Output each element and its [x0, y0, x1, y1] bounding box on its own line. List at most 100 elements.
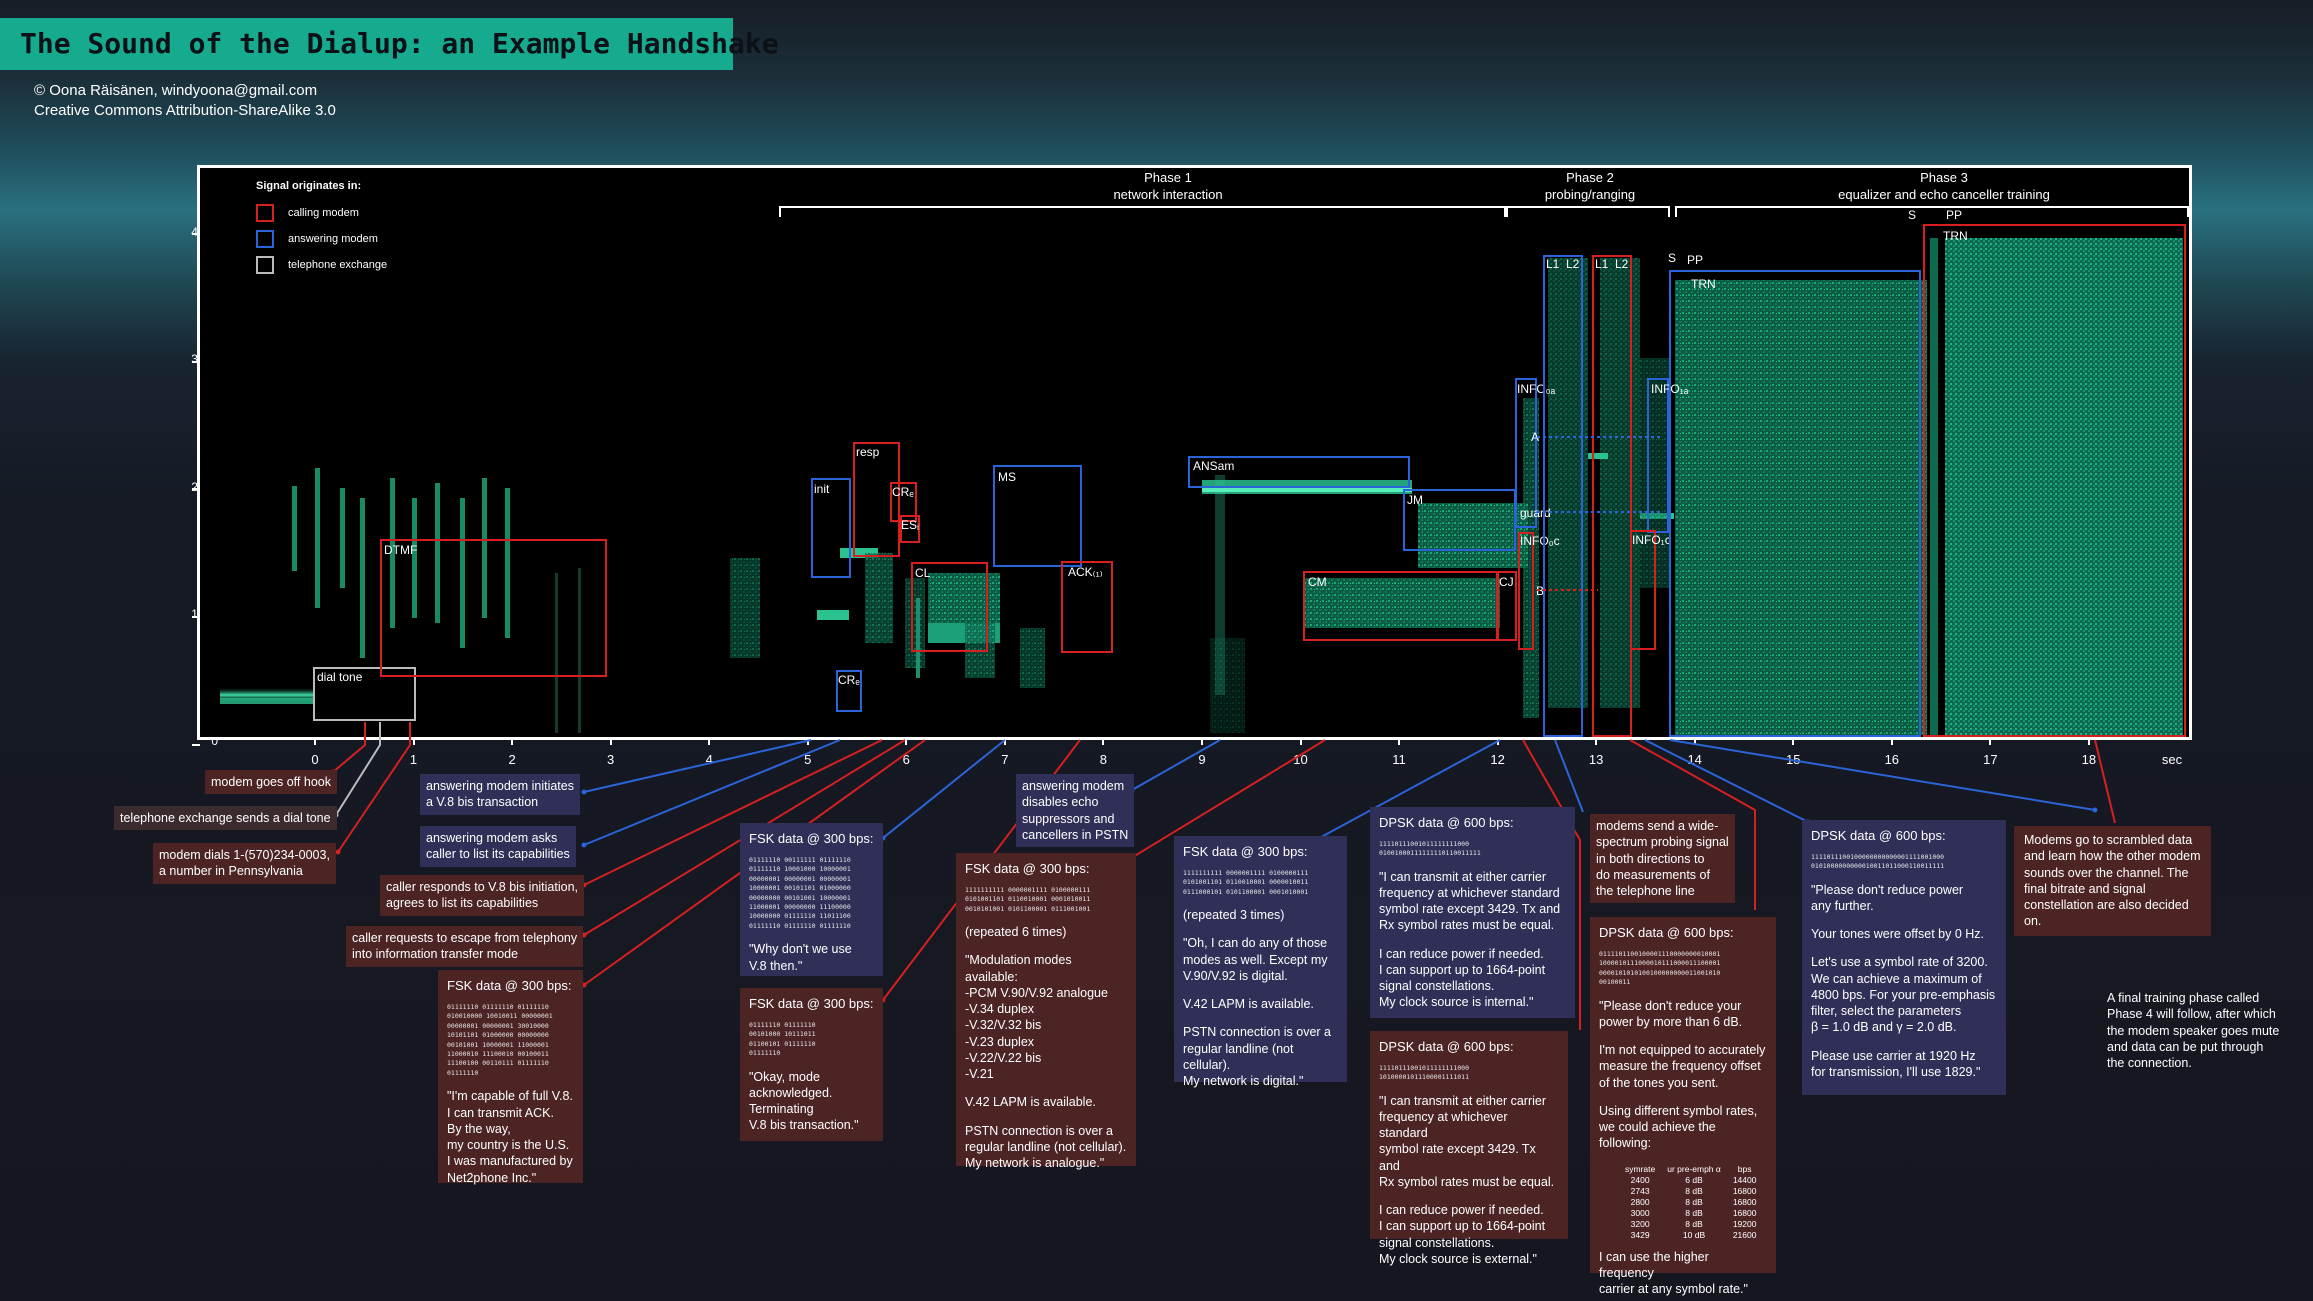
box-text: "Please don't reduce power any further. [1811, 882, 1964, 913]
y-tick-mark [192, 361, 200, 363]
resp-box [853, 442, 900, 557]
box-header: FSK data @ 300 bps: [749, 996, 874, 1011]
rate-cell: 3429 [1630, 1229, 1650, 1240]
cl-label: CL [915, 566, 931, 580]
rate-cell: 3200 [1630, 1218, 1650, 1229]
box-text: "I can transmit at either carrier freque… [1379, 869, 1561, 933]
cl-box [911, 562, 988, 652]
dpsk-box-4: DPSK data @ 600 bps: 1111011100100000000… [1802, 820, 2006, 1095]
signal-a-label: A [1531, 430, 1540, 444]
es-box [900, 515, 920, 543]
x-tick-mark [511, 737, 514, 745]
box-text-3: Let's use a symbol rate of 3200. We can … [1811, 955, 1996, 1035]
jm-label: JM [1407, 493, 1423, 507]
box-text: "Oh, I can do any of those modes as well… [1183, 936, 1328, 983]
box-text: "Okay, mode acknowledged. Terminating V.… [749, 1069, 859, 1133]
box-header: FSK data @ 300 bps: [1183, 844, 1308, 859]
box-header: FSK data @ 300 bps: [965, 861, 1090, 876]
box-text: "I can transmit at either carrier freque… [1379, 1093, 1555, 1189]
rate-cell: 19200 [1732, 1218, 1757, 1229]
y-tick-0: 0 [211, 734, 218, 748]
box-header: DPSK data @ 600 bps: [1811, 828, 1946, 843]
s-label-1: S [1668, 251, 1677, 265]
x-tick-2: 2 [508, 752, 516, 767]
cj-label: CJ [1499, 575, 1514, 589]
box-text-2: V.42 LAPM is available. [1183, 997, 1314, 1012]
l2-red-label: L2 [1615, 257, 1629, 271]
bit-dump: 01111110 01111110 00101000 10111011 0110… [749, 1020, 816, 1058]
box-text: "Please don't reduce your power by more … [1599, 998, 1743, 1029]
rate-cell: 2400 [1630, 1174, 1650, 1185]
rate-cell: 8 dB [1685, 1207, 1703, 1218]
pp-label-2: PP [1946, 208, 1963, 222]
x-tick-18: 18 [2081, 752, 2097, 767]
ansam-label: ANSam [1193, 459, 1235, 473]
box-header: FSK data @ 300 bps: [749, 831, 874, 846]
license-credit: Creative Commons Attribution-ShareAlike … [34, 102, 336, 119]
bit-dump: 0111101100100001110000000010001 10000101… [1599, 949, 1721, 987]
resp-label: resp [856, 445, 880, 459]
note-escape: caller requests to escape from telephony… [346, 926, 584, 967]
info1a-box [1647, 378, 1669, 533]
x-tick-1: 1 [409, 752, 418, 767]
legend-swatch-blue [256, 230, 274, 248]
fsk-box-5: FSK data @ 300 bps: 1111111111 000000111… [1174, 836, 1347, 1088]
x-tick-mark [1890, 737, 1893, 745]
box-header: DPSK data @ 600 bps: [1599, 925, 1734, 940]
x-tick-9: 9 [1198, 752, 1206, 767]
info0c-label: INFO₀c [1520, 534, 1560, 548]
phase-1-name: Phase 1 [1144, 170, 1192, 185]
dtmf-tones [292, 468, 510, 658]
phase-2-name: Phase 2 [1566, 170, 1614, 185]
phase-2-bracket [1506, 206, 1670, 217]
box-text-4: I can use the higher frequency carrier a… [1599, 1249, 1748, 1297]
info1c-box [1630, 530, 1656, 650]
rate-th: bps [1737, 1163, 1752, 1174]
legend-item-exchange: telephone exchange [256, 252, 387, 278]
x-tick-8: 8 [1099, 752, 1107, 767]
cre-red-box [890, 482, 917, 522]
x-tick-12: 12 [1490, 752, 1505, 767]
trn-label-1: TRN [1691, 277, 1716, 291]
init-label: init [814, 482, 830, 496]
box-text-2: I can reduce power if needed. I can supp… [1379, 946, 1546, 1010]
rate-cell: 21600 [1732, 1229, 1757, 1240]
x-tick-6: 6 [902, 752, 910, 767]
ms-label: MS [998, 470, 1016, 484]
box-text: "Modulation modes available: -PCM V.90/V… [965, 953, 1108, 1082]
y-tick-mark [192, 488, 200, 490]
rate-cell: 2800 [1630, 1196, 1650, 1207]
s-label-2: S [1908, 208, 1917, 222]
legend-item-calling: calling modem [256, 200, 387, 226]
ms-box [993, 465, 1082, 567]
info1c-label: INFO₁c [1632, 533, 1671, 547]
author-credit: © Oona Räisänen, windyoona@gmail.com [34, 82, 318, 99]
box-repeat: (repeated 6 times) [965, 925, 1067, 940]
cre-red-label: CRₑ [892, 485, 914, 499]
rate-cell: 3000 [1630, 1207, 1650, 1218]
dtmf-box [380, 539, 607, 677]
bit-dump: 01111110 01111110 01111110 010010000 100… [447, 1002, 553, 1077]
note-asks-caller: answering modem asks caller to list its … [420, 826, 576, 867]
box-text-2: Your tones were offset by 0 Hz. [1811, 927, 1985, 942]
x-tick-mark [1595, 737, 1598, 745]
pp-label-1: PP [1687, 253, 1704, 267]
y-tick-mark [192, 233, 200, 235]
legend-label: calling modem [288, 207, 359, 219]
box-text-2: I can reduce power if needed. I can supp… [1379, 1203, 1546, 1266]
box-text: "I'm capable of full V.8. I can transmit… [447, 1089, 573, 1185]
legend-title: Signal originates in: [256, 180, 362, 192]
dpsk-box-3: DPSK data @ 600 bps: 0111101100100001110… [1590, 917, 1776, 1296]
box-repeat: (repeated 3 times) [1183, 908, 1285, 923]
cm-label: CM [1308, 575, 1327, 589]
l1-l2-red-box [1592, 255, 1632, 737]
x-tick-mark [2087, 737, 2090, 745]
l2-blue-label: L2 [1566, 257, 1580, 271]
legend-label: telephone exchange [288, 259, 388, 271]
rate-cell: 14400 [1732, 1174, 1757, 1185]
rate-table-header: symrate ur pre-emph α bps [1619, 1164, 1762, 1175]
